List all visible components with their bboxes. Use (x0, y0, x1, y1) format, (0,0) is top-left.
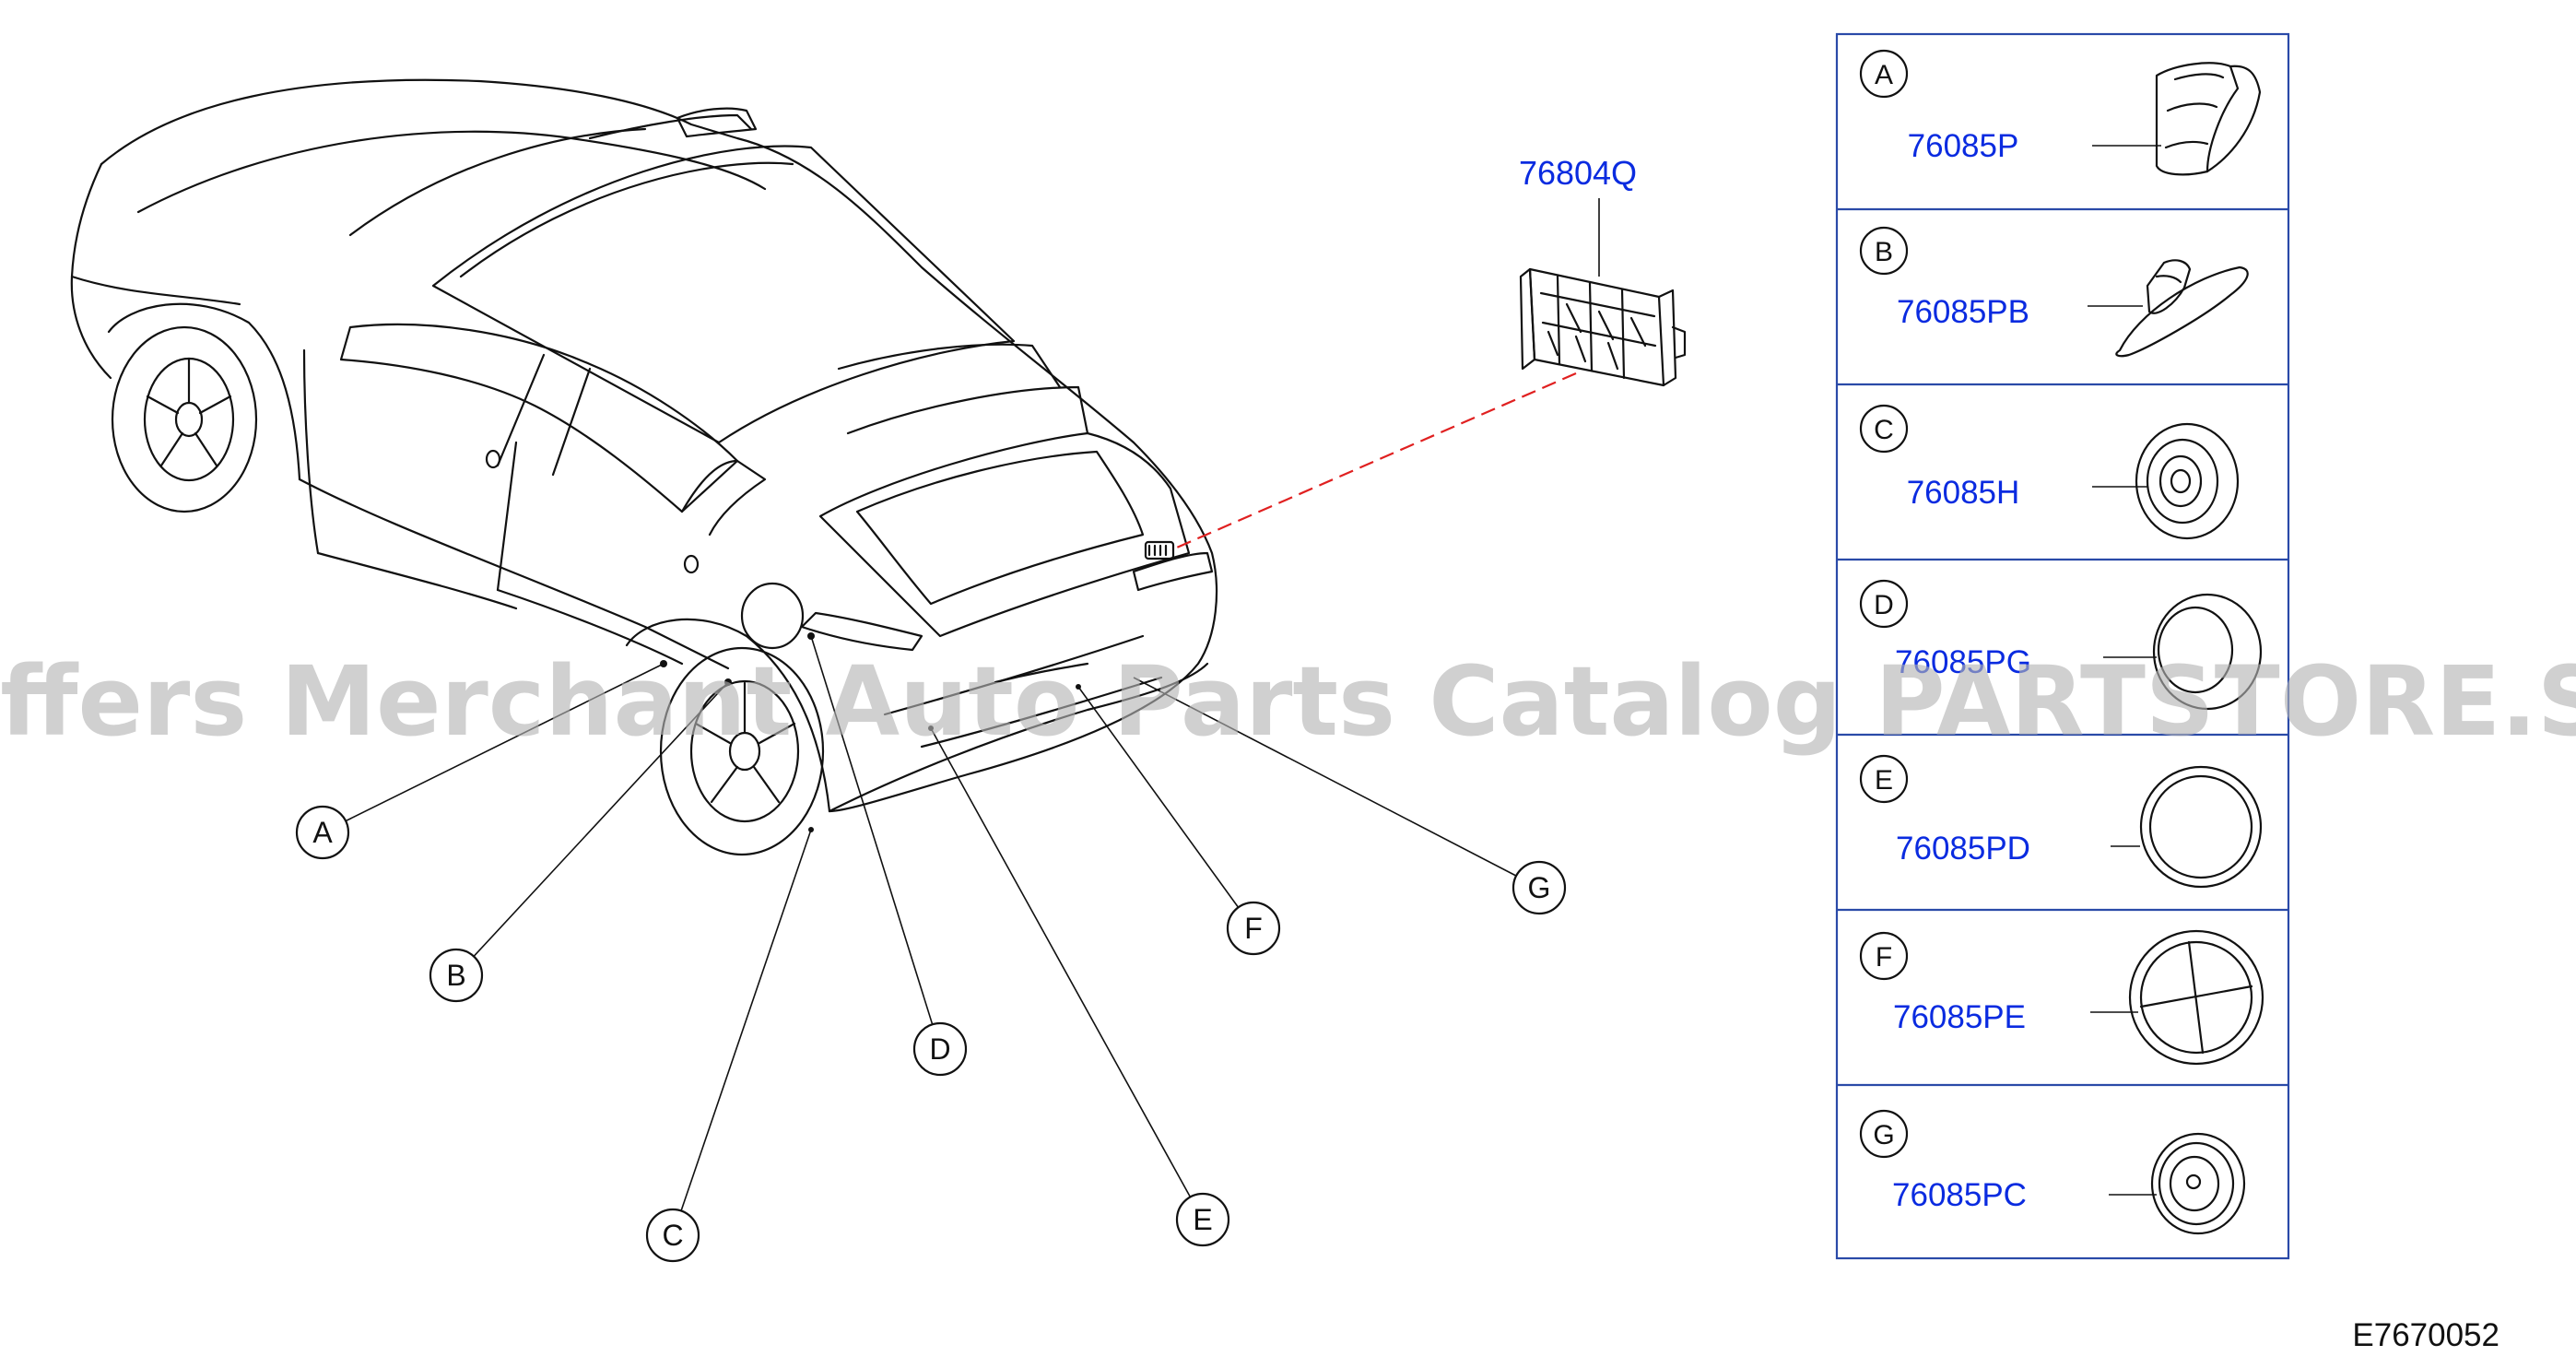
part-row-A[interactable]: A 76085P (1859, 49, 2262, 176)
callout-D[interactable]: D (912, 1021, 968, 1077)
part-row-F[interactable]: F 76085PE (1859, 929, 2264, 1066)
part-row-C[interactable]: C 76085H (1859, 404, 2240, 540)
callout-C-label: C (662, 1219, 683, 1252)
part-row-F-letter: F (1876, 942, 1892, 973)
flanged-plug-icon (2115, 259, 2249, 358)
part-row-A-letter: A (1875, 60, 1893, 90)
part-row-E-number[interactable]: 76085PD (1896, 831, 2030, 867)
callout-D-label: D (929, 1032, 950, 1066)
part-row-B-letter: B (1875, 237, 1893, 267)
flat-plug-icon (2139, 765, 2263, 889)
clip-icon (1519, 267, 1687, 387)
part-row-E-letter: E (1875, 765, 1893, 796)
diagram-code: E7670052 (2352, 1317, 2500, 1353)
callout-F[interactable]: F (1226, 901, 1281, 956)
callout-G[interactable]: G (1511, 860, 1567, 915)
part-row-G-number[interactable]: 76085PC (1892, 1177, 2027, 1213)
car-illustration (70, 78, 1218, 856)
callout-B[interactable]: B (429, 948, 484, 1003)
cone-grommet-icon (2155, 62, 2262, 176)
callout-A[interactable]: A (295, 805, 350, 860)
watermark: Offers Merchant Auto Parts Catalog PARTS… (0, 645, 2576, 758)
part-row-F-number[interactable]: 76085PE (1893, 999, 2026, 1035)
cap-plug-icon (2152, 593, 2263, 711)
part-row-D-letter: D (1874, 590, 1894, 620)
part-row-C-number[interactable]: 76085H (1907, 475, 2020, 511)
part-row-G[interactable]: G 76085PC (1859, 1109, 2246, 1235)
callout-C[interactable]: C (645, 1208, 700, 1263)
main-part-76804q[interactable]: 76804Q (1170, 154, 1687, 552)
callout-E-label: E (1193, 1203, 1212, 1236)
part-row-G-letter: G (1873, 1120, 1894, 1150)
part-row-D[interactable]: D 76085PG (1859, 579, 2263, 711)
part-row-C-letter: C (1874, 415, 1894, 445)
part-row-B-number[interactable]: 76085PB (1897, 294, 2029, 330)
callout-E[interactable]: E (1175, 1192, 1230, 1247)
callout-G-label: G (1528, 871, 1551, 904)
callout-leaders (322, 635, 1540, 1236)
callout-points (660, 632, 1081, 832)
callout-A-label: A (312, 816, 333, 849)
part-row-D-number[interactable]: 76085PG (1895, 644, 2031, 680)
center-hole-plug-icon (2150, 1132, 2246, 1235)
cross-plug-icon (2128, 929, 2264, 1066)
part-row-E[interactable]: E 76085PD (1859, 754, 2263, 889)
parts-panel: A 76085P B 76085PB C 76085H (1835, 32, 2290, 1260)
callout-B-label: B (446, 959, 465, 992)
part-row-B[interactable]: B 76085PB (1859, 226, 2249, 358)
main-part-number[interactable]: 76804Q (1519, 154, 1637, 192)
callout-F-label: F (1244, 912, 1263, 945)
part-row-A-number[interactable]: 76085P (1908, 128, 2019, 164)
ring-grommet-icon (2135, 422, 2240, 540)
dashed-leader (1170, 371, 1577, 552)
